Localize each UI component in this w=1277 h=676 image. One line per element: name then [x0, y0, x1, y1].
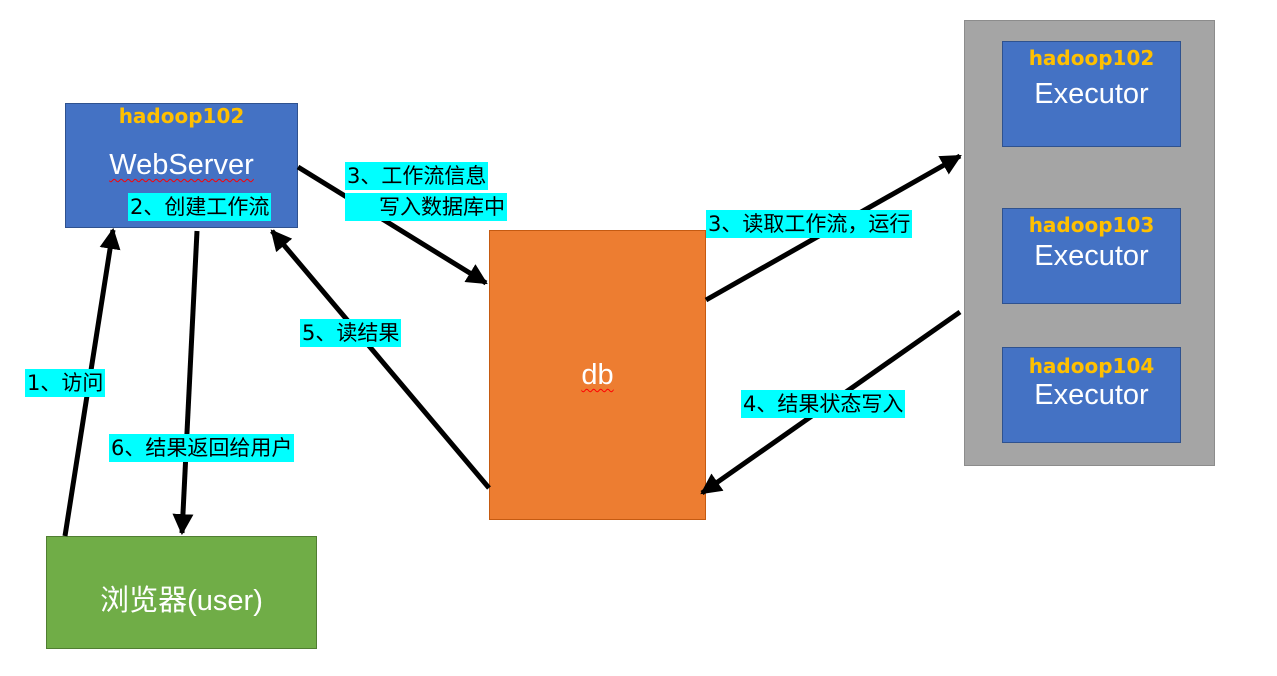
browser-name-label: 浏览器(user) — [100, 585, 263, 617]
executor-name-label: Executor — [1034, 240, 1149, 272]
edge-label-create-workflow: 2、创建工作流 — [128, 193, 272, 221]
executor-node-1[interactable]: hadoop102 Executor — [1002, 41, 1181, 147]
webserver-name-text: WebServer — [109, 149, 254, 181]
edge-label-read-run: 3、读取工作流，运行 — [706, 210, 913, 238]
edge-label-visit: 1、访问 — [25, 369, 106, 397]
db-name-text: db — [581, 359, 614, 391]
edge-label-return-user: 6、结果返回给用户 — [109, 434, 295, 462]
executor-node-2[interactable]: hadoop103 Executor — [1002, 208, 1181, 304]
db-name-label: db — [490, 359, 705, 392]
webserver-host-label: hadoop102 — [118, 104, 245, 128]
edge-label-workflow-info-line1: 3、工作流信息 — [345, 162, 489, 190]
db-node[interactable]: db — [489, 230, 706, 520]
arrow-webserver-to-db — [296, 164, 488, 286]
arrow-webserver-to-browser — [172, 230, 200, 536]
executor-name-label: Executor — [1034, 78, 1149, 110]
edge-label-write-status: 4、结果状态写入 — [741, 390, 906, 418]
executor-host-label: hadoop104 — [1028, 354, 1155, 378]
executor-host-label: hadoop103 — [1028, 213, 1155, 237]
webserver-name-label: WebServer — [66, 149, 297, 182]
executor-node-3[interactable]: hadoop104 Executor — [1002, 347, 1181, 443]
executor-name-label: Executor — [1034, 379, 1149, 411]
arrow-db-to-webserver — [270, 229, 491, 490]
edge-label-workflow-info-line2: 写入数据库中 — [345, 193, 507, 221]
edge-label-read-result: 5、读结果 — [300, 319, 402, 347]
executor-host-label: hadoop102 — [1028, 46, 1155, 70]
browser-node[interactable]: 浏览器(user) — [46, 536, 317, 649]
